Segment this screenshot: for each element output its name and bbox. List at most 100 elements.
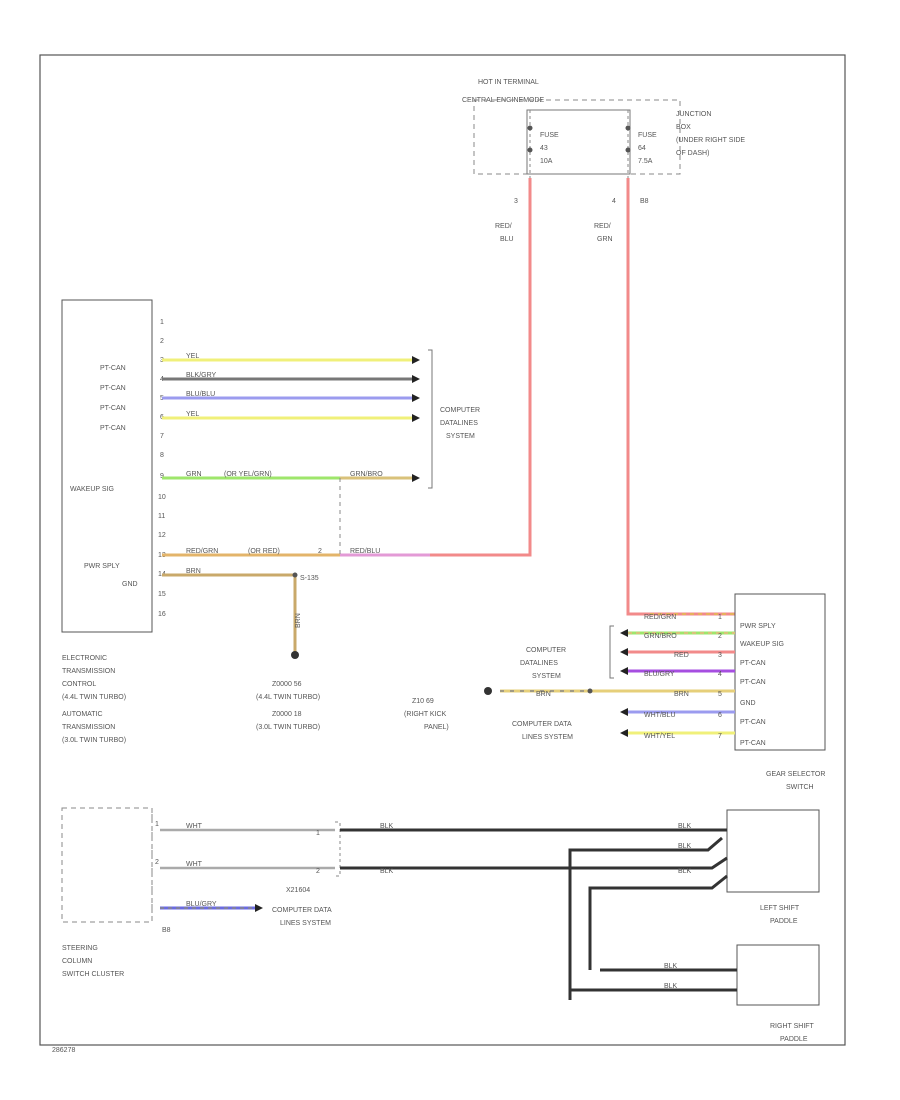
paddle-wire-f-label: BLK: [664, 963, 678, 970]
wire-red-blu-feed: [430, 178, 532, 557]
tcm-name-l5: AUTOMATIC: [62, 711, 103, 718]
steering-pin-2: 2: [155, 859, 159, 866]
steering-connector-bracket: [335, 821, 341, 877]
gear-label-gnd: GND: [740, 700, 756, 707]
fuse-43-l2: 43: [540, 145, 548, 152]
ground-2-l1: Z10 69: [412, 698, 434, 705]
gear-wire-4-label: BLU/GRY: [644, 671, 675, 678]
ground-2-l3: PANEL): [424, 724, 449, 731]
cdls-1-l3: SYSTEM: [446, 433, 475, 440]
tcm-pin-8: 8: [160, 452, 164, 459]
cdls-2-l1: COMPUTER: [526, 647, 566, 654]
cdls-3-l2: LINES SYSTEM: [522, 734, 573, 741]
tcm-name-l2: TRANSMISSION: [62, 668, 115, 675]
paddle-wire-g-label: BLK: [664, 983, 678, 990]
gear-label-pwr: PWR SPLY: [740, 623, 776, 630]
fuse-64-l2: 64: [638, 145, 646, 152]
paddle-wire-d-label: BLK: [678, 843, 692, 850]
wire-red-grn-l1: RED/: [594, 223, 611, 230]
tcm-pin-13: 13: [158, 552, 166, 559]
arrowhead-pin-3: [412, 356, 420, 364]
gear-wire-2-label: GRN/BRO: [644, 633, 677, 640]
fuse-43-l1: FUSE: [540, 132, 559, 139]
arrowhead-gear-3: [620, 648, 628, 656]
tcm-label-gnd: GND: [122, 581, 138, 588]
steering-pin-1: 1: [155, 821, 159, 828]
tcm-wire-4-label: BLK/GRY: [186, 372, 217, 379]
junction-l1: JUNCTION: [676, 111, 711, 118]
tcm-arrowheads: [412, 356, 420, 482]
arrowhead-pin-9: [412, 474, 420, 482]
left-shift-paddle: [726, 809, 820, 893]
gear-name-l1: GEAR SELECTOR: [766, 771, 825, 778]
steering-l1: STEERING: [62, 945, 98, 952]
tcm-pin-2: 2: [160, 338, 164, 345]
fuse-block: [526, 109, 631, 175]
tcm-pin-12: 12: [158, 532, 166, 539]
cdls-2-l2: DATALINES: [520, 660, 558, 667]
gear-label-ptcan-3: PT-CAN: [740, 719, 766, 726]
fuse-64-pin: 4: [612, 198, 616, 205]
fuse-43-l3: 10A: [540, 158, 553, 165]
cdls-1-l2: DATALINES: [440, 420, 478, 427]
tcm-label-ptcan-2: PT-CAN: [100, 385, 126, 392]
splice-label: S-135: [300, 575, 319, 582]
ground-1-l4: (3.0L TWIN TURBO): [256, 724, 320, 731]
arrowhead-steering-3: [255, 904, 263, 912]
paddle-wire-4: [588, 874, 728, 970]
tcm-wire-9-label-a: GRN: [186, 471, 202, 478]
gear-label-wakeup: WAKEUP SIG: [740, 641, 784, 648]
fuse-43-dot-top: [527, 125, 533, 131]
arrowhead-gear-6: [620, 708, 628, 716]
ground-2-wire-label: BRN: [536, 691, 551, 698]
paddle-wire-e-label: BLK: [678, 868, 692, 875]
tcm-pin-15: 15: [158, 591, 166, 598]
left-paddle-l2: PADDLE: [770, 918, 798, 925]
ground-dot-1: [291, 651, 299, 659]
steering-wire-3-label: BLU/GRY: [186, 901, 217, 908]
arrowhead-gear-2: [620, 629, 628, 637]
tcm-wire-12-label-a: RED/GRN: [186, 548, 218, 555]
tcm-wire-5-label: BLU/BLU: [186, 391, 215, 398]
fuse-64-dot-top: [625, 125, 631, 131]
tcm-name-l1: ELECTRONIC: [62, 655, 107, 662]
steering-wire-1-label: WHT: [186, 823, 203, 830]
gear-pin-6: 6: [718, 712, 722, 719]
tcm-wire-6-label: YEL: [186, 411, 199, 418]
fuse-64-l1: FUSE: [638, 132, 657, 139]
arrowhead-pin-5: [412, 394, 420, 402]
tcm-name-l4: (4.4L TWIN TURBO): [62, 694, 126, 701]
tcm-pin-11: 11: [158, 513, 165, 520]
fuse-64-dot-bottom: [625, 147, 631, 153]
arrowhead-gear-7: [620, 729, 628, 737]
gear-selector-switch: [734, 593, 826, 751]
fuse-64-connector: B8: [640, 198, 649, 205]
tcm-wire-9-label-c: GRN/BRO: [350, 471, 383, 478]
right-shift-paddle: [736, 944, 820, 1006]
steering-conn-pin-2: 2: [316, 868, 320, 875]
fuse-43-dot-bottom: [527, 147, 533, 153]
gear-pin-4: 4: [718, 671, 722, 678]
gear-pin-1: 1: [718, 614, 722, 621]
ground-dot-2: [484, 687, 492, 695]
paddle-wire-a-label: BLK: [380, 823, 394, 830]
paddle-wire-3: [340, 856, 728, 870]
tcm-wire-12-label-d: RED/BLU: [350, 548, 380, 555]
tcm-label-pwr: PWR SPLY: [84, 563, 120, 570]
tcm-label-wakeup: WAKEUP SIG: [70, 486, 114, 493]
tcm-pin-7: 7: [160, 433, 164, 440]
right-paddle-l1: RIGHT SHIFT: [770, 1023, 815, 1030]
steering-connector: X21604: [286, 887, 310, 894]
fuse-43-pin: 3: [514, 198, 518, 205]
tcm-pin-14: 14: [158, 571, 166, 578]
cdls-4-l1: COMPUTER DATA: [272, 907, 332, 914]
gear-splice-dot: [587, 688, 593, 694]
steering-b8: B8: [162, 927, 171, 934]
tcm-name-l3: CONTROL: [62, 681, 96, 688]
diagram-frame: [39, 54, 846, 1046]
tcm-pin-numbers: 1 2 3 4 5 6 7 8 9 10 11 12 13 14 15 16: [158, 319, 166, 618]
gear-arrowheads: [620, 629, 628, 737]
right-paddle-l2: PADDLE: [780, 1036, 808, 1043]
tcm-label-ptcan-3: PT-CAN: [100, 405, 126, 412]
